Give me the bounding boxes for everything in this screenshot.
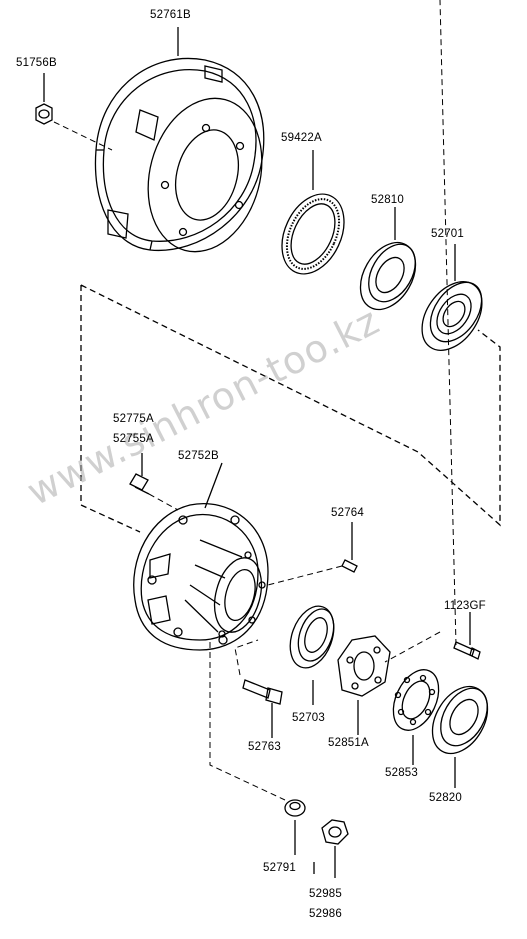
label-52851A: 52851A [328,737,369,749]
label-52755A: 52755A [113,433,154,445]
bolt-52763 [242,679,283,738]
label-52775A: 52775A [113,413,154,425]
label-52761B: 52761B [150,9,191,21]
nut-52985 [321,819,349,878]
wheel-hub-52752B [133,462,269,651]
oil-seal-52820 [431,685,489,788]
label-52764: 52764 [331,507,364,519]
assembly-boundary-dashed [80,284,501,533]
label-52703: 52703 [292,712,325,724]
label-52810: 52810 [371,194,404,206]
bolt-1123GF [453,612,481,660]
label-51756B: 51756B [16,57,57,69]
label-52820: 52820 [429,792,462,804]
label-52701: 52701 [431,228,464,240]
nut-51756B [35,73,53,125]
bearing-52701 [421,244,483,351]
brake-drum-52761B [95,58,278,264]
label-59422A: 59422A [281,132,322,144]
lock-plate-52851A [337,635,391,735]
wheel-stud-52775A [129,453,150,495]
label-52985: 52985 [309,888,342,900]
label-52986: 52986 [309,908,342,920]
pin-52764 [341,522,358,573]
label-52791: 52791 [263,862,296,874]
label-52752B: 52752B [178,450,219,462]
label-52853: 52853 [385,767,418,779]
label-1123GF: 1123GF [444,600,486,612]
bearing-race-52703 [289,605,335,705]
washer-52791 [284,799,315,874]
oil-seal-52810 [359,207,417,311]
retainer-ring-52853 [392,669,440,765]
label-52763: 52763 [248,741,281,753]
tone-ring-59422A [281,150,345,275]
